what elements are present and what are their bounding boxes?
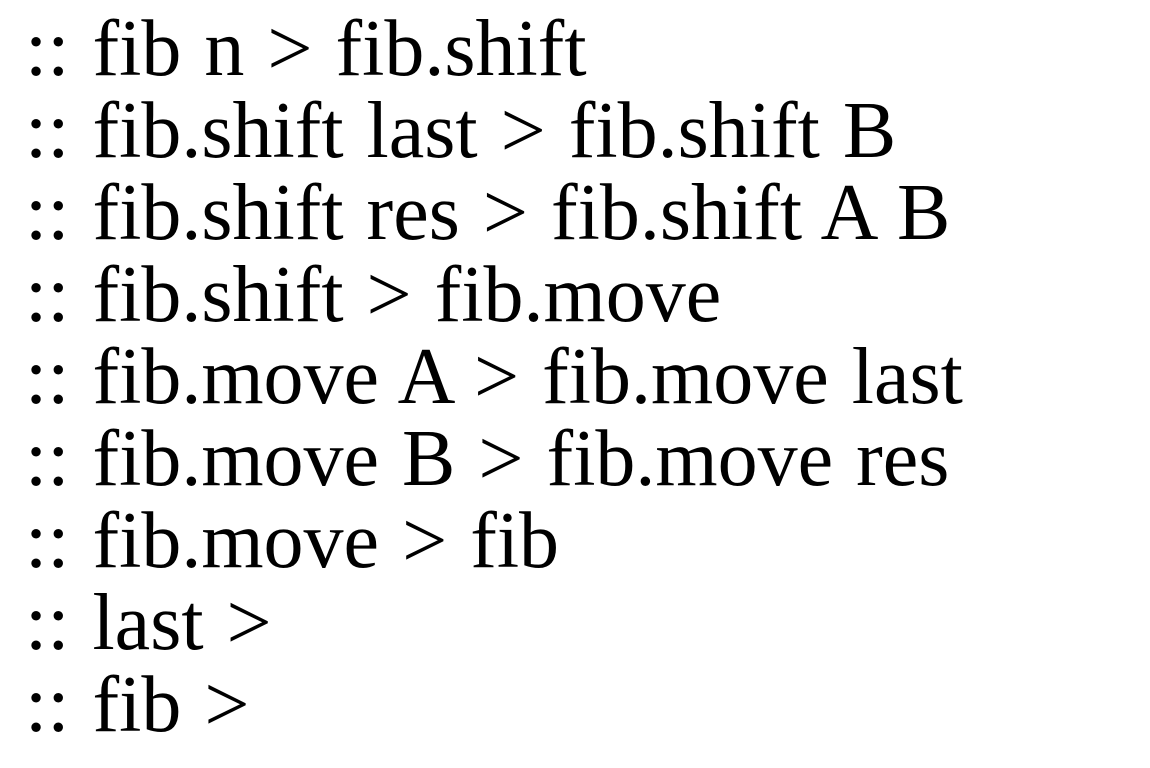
rule-lhs: fib.shift last [92, 87, 478, 175]
rule-lhs: fib n [92, 5, 245, 93]
rule-prefix: :: [25, 415, 70, 503]
rule-rhs: fib.move res [546, 415, 950, 503]
rule-rhs: fib.move [434, 251, 722, 339]
rule-rhs: fib.shift B [568, 87, 897, 175]
rule-lhs: fib.shift res [92, 169, 460, 257]
rule-prefix: :: [25, 87, 70, 175]
rule-rhs: fib [470, 497, 560, 585]
rule-line: :: last > [25, 582, 1150, 664]
rule-prefix: :: [25, 5, 70, 93]
rule-list: :: fib n > fib.shift :: fib.shift last >… [25, 8, 1150, 746]
rule-lhs: fib.move A [92, 333, 451, 421]
rule-line: :: fib.shift res > fib.shift A B [25, 172, 1150, 254]
rule-rhs: fib.move last [542, 333, 963, 421]
rule-prefix: :: [25, 169, 70, 257]
rule-line: :: fib.shift > fib.move [25, 254, 1150, 336]
rule-line: :: fib.move > fib [25, 500, 1150, 582]
rule-rhs: fib.shift A B [550, 169, 951, 257]
rule-prefix: :: [25, 579, 70, 667]
rule-arrow: > [500, 87, 546, 175]
rule-lhs: last [92, 579, 204, 667]
rule-arrow: > [478, 415, 524, 503]
rule-prefix: :: [25, 497, 70, 585]
rule-arrow: > [226, 579, 272, 667]
rule-lhs: fib.move B [92, 415, 456, 503]
rule-lhs: fib [92, 661, 182, 749]
rule-arrow: > [267, 5, 313, 93]
rule-arrow: > [474, 333, 520, 421]
rule-line: :: fib n > fib.shift [25, 8, 1150, 90]
rule-arrow: > [366, 251, 412, 339]
rule-prefix: :: [25, 333, 70, 421]
rule-arrow: > [204, 661, 250, 749]
rule-lhs: fib.shift [92, 251, 344, 339]
rule-line: :: fib.move B > fib.move res [25, 418, 1150, 500]
rule-line: :: fib.move A > fib.move last [25, 336, 1150, 418]
rule-line: :: fib > [25, 664, 1150, 746]
rule-lhs: fib.move [92, 497, 380, 585]
rule-prefix: :: [25, 661, 70, 749]
rule-arrow: > [402, 497, 448, 585]
rule-prefix: :: [25, 251, 70, 339]
rule-rhs: fib.shift [335, 5, 587, 93]
rule-line: :: fib.shift last > fib.shift B [25, 90, 1150, 172]
rule-arrow: > [482, 169, 528, 257]
